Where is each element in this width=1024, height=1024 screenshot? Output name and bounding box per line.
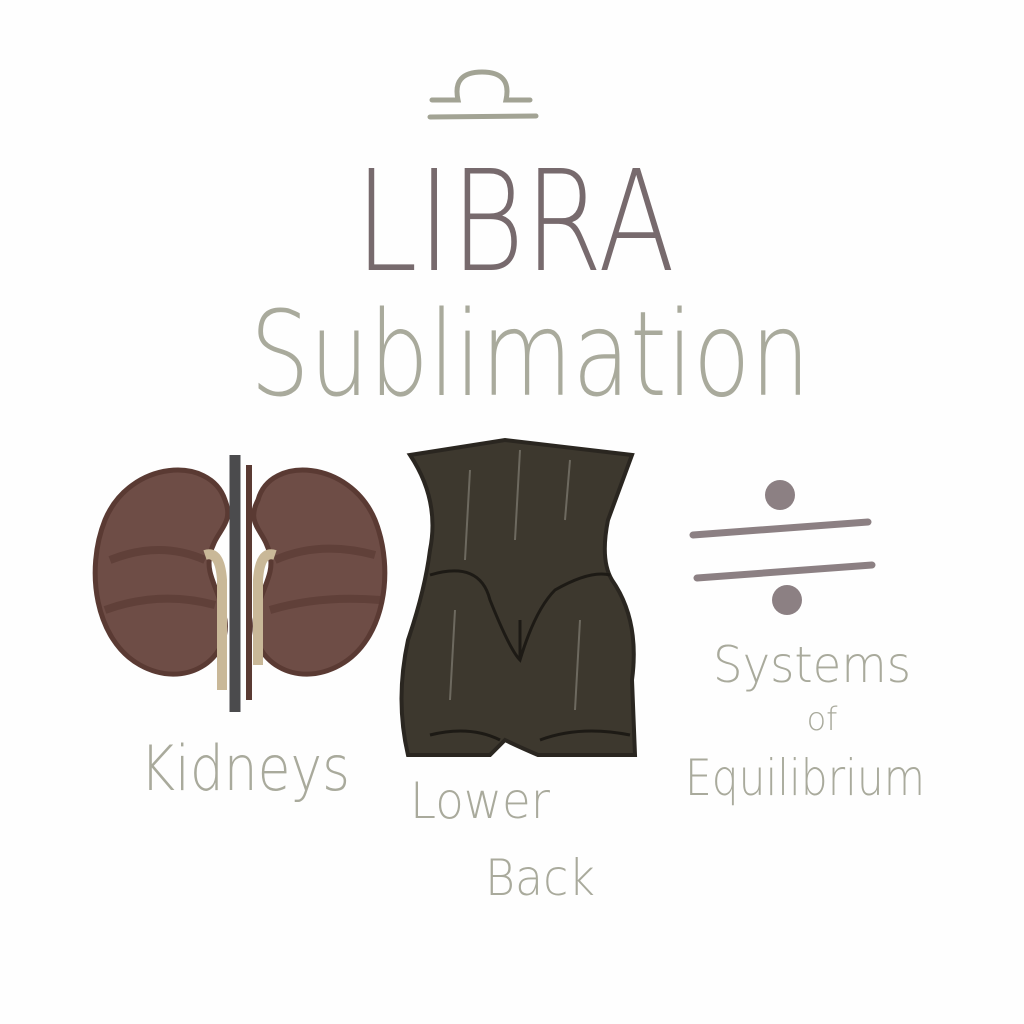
subtitle: Sublimation: [250, 285, 810, 423]
lower-back-label-line2: Back: [485, 849, 595, 907]
lower-back-label-line1: Lower: [410, 772, 550, 830]
kidneys-label: Kidneys: [140, 732, 350, 805]
kidneys-icon: [92, 455, 388, 712]
page-title: LIBRA: [355, 141, 675, 304]
systems-label-line2: of: [807, 700, 839, 738]
systems-label-line1: Systems: [713, 636, 911, 694]
division-sign-icon: [689, 480, 876, 615]
libra-symbol-icon: [427, 69, 539, 120]
lower-back-icon: [399, 437, 638, 757]
systems-label-line3: Equilibrium: [685, 749, 925, 807]
